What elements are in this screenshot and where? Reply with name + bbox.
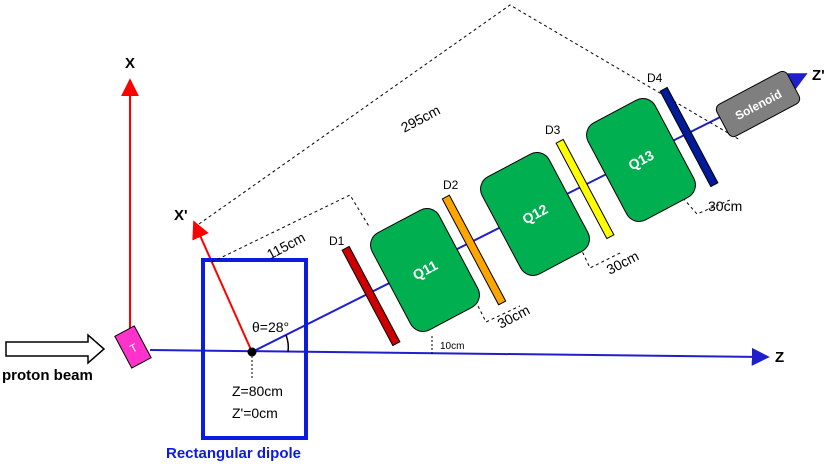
detector-d4-label: D4 xyxy=(647,71,663,85)
detector-d3-label: D3 xyxy=(545,123,561,137)
angle-label: θ=28° xyxy=(252,319,289,335)
dim-295-label: 295cm xyxy=(398,102,443,136)
target: T xyxy=(114,325,152,369)
dim-115-label: 115cm xyxy=(264,229,308,262)
lab-z-label: Z xyxy=(775,349,784,366)
zprime-label: Z' xyxy=(812,67,825,84)
detector-d2 xyxy=(441,194,507,306)
xprime-axis xyxy=(192,220,253,353)
dim-30-c-line xyxy=(682,197,731,215)
proton-beam-label: proton beam xyxy=(2,367,93,384)
quadrupole-q13: Q13 xyxy=(586,98,696,222)
detector-d3 xyxy=(555,138,615,240)
solenoid: Solenoid xyxy=(715,70,801,138)
dim-30-a-label: 30cm xyxy=(495,302,533,332)
dipole-box xyxy=(201,258,308,440)
proton-beam-arrow xyxy=(5,333,106,365)
xprime-label: X' xyxy=(174,207,188,224)
detector-d2-label: D2 xyxy=(443,178,459,192)
target-label: T xyxy=(128,342,140,356)
dim-30-a-line xyxy=(469,289,521,323)
dim-30-b-label: 30cm xyxy=(604,248,642,278)
lab-x-label: X xyxy=(125,55,135,72)
dipole-center-point xyxy=(247,347,257,357)
dipole-zprime-label: Z'=0cm xyxy=(232,405,278,421)
angle-arc xyxy=(285,334,290,353)
dim-10-label: 10cm xyxy=(440,341,464,352)
detector-d1-label: D1 xyxy=(329,234,345,248)
quadrupole-q11: Q11 xyxy=(370,208,480,332)
dipole-title: Rectangular dipole xyxy=(166,445,301,462)
dipole-z-label: Z=80cm xyxy=(232,383,283,399)
detector-d1 xyxy=(341,245,401,347)
quadrupole-q12: Q12 xyxy=(480,152,590,276)
detector-d4 xyxy=(659,86,719,188)
dim-30-c-label: 30cm xyxy=(708,198,742,214)
